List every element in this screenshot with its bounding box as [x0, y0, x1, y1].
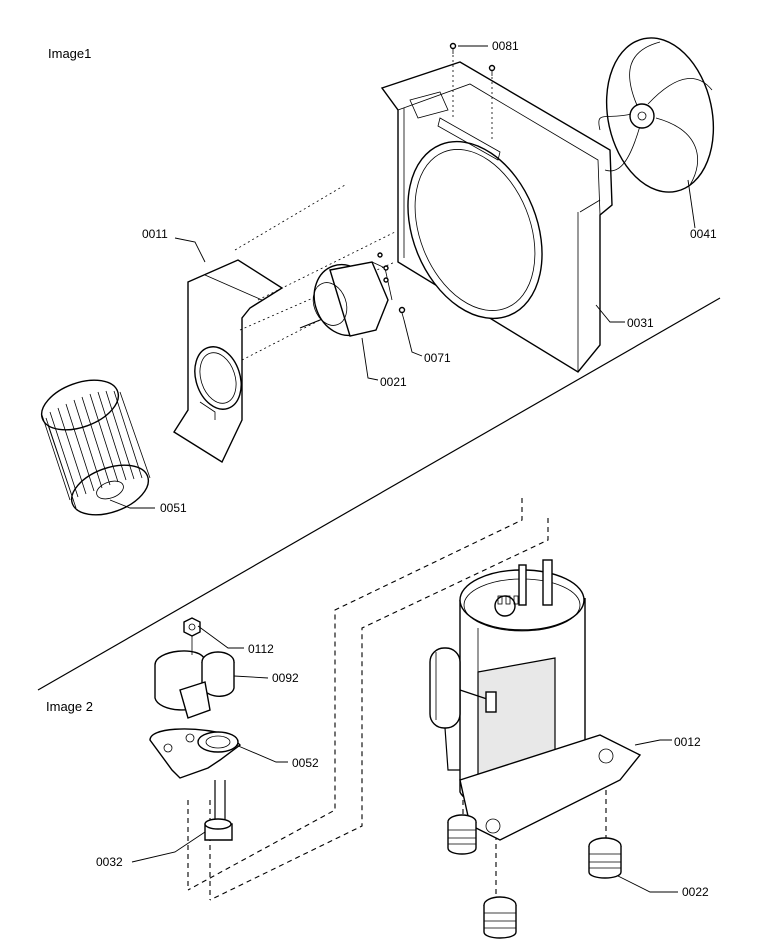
- callout-0041: 0041: [690, 227, 717, 241]
- compressor-0012: [429, 559, 642, 841]
- callout-0052: 0052: [292, 756, 319, 770]
- screw-0081: [449, 42, 496, 140]
- axial-fan-0041: [598, 37, 715, 193]
- callout-0112: 0112: [248, 642, 274, 656]
- callout-0031: 0031: [627, 316, 654, 330]
- grommet-0022-right: [588, 837, 622, 879]
- image1-title: Image1: [48, 46, 91, 61]
- fan-shroud-0031: [380, 61, 613, 373]
- leader-0032: [131, 831, 206, 863]
- callout-0081: 0081: [492, 39, 519, 53]
- leader-0071: [403, 319, 423, 357]
- callout-0051: 0051: [160, 501, 187, 515]
- sensor-0032: [204, 780, 233, 841]
- bracket-0052: [149, 728, 242, 779]
- leader-0022: [617, 875, 678, 893]
- callout-0022: 0022: [682, 885, 709, 899]
- leader-0112: [197, 625, 244, 649]
- callout-0012: 0012: [674, 735, 701, 749]
- leader-0011: [174, 237, 206, 263]
- grommet-0022-left: [447, 814, 477, 855]
- leader-0092: [233, 675, 269, 679]
- leader-0041: [687, 179, 696, 229]
- fan-motor-0021: [299, 252, 393, 337]
- leader-0021: [361, 337, 379, 381]
- callout-0011: 0011: [142, 227, 168, 241]
- tubing-guides: [187, 498, 607, 901]
- valve-coil-0092: [154, 636, 235, 719]
- grommet-0022-bottom: [483, 896, 517, 939]
- motor-bracket-0011: [173, 184, 396, 464]
- image2-title: Image 2: [46, 699, 93, 714]
- section-divider: [37, 297, 721, 691]
- blower-wheel-0051: [40, 379, 151, 516]
- leader-0031: [595, 304, 625, 323]
- leader-0052: [235, 744, 288, 763]
- callout-0071: 0071: [424, 351, 451, 365]
- callout-0092: 0092: [272, 671, 299, 685]
- callout-0021: 0021: [380, 375, 407, 389]
- screw-0071: [398, 306, 406, 321]
- callout-0032: 0032: [96, 855, 123, 869]
- nut-0112: [183, 617, 201, 637]
- leader-0051: [109, 499, 155, 509]
- leader-0012: [634, 739, 672, 746]
